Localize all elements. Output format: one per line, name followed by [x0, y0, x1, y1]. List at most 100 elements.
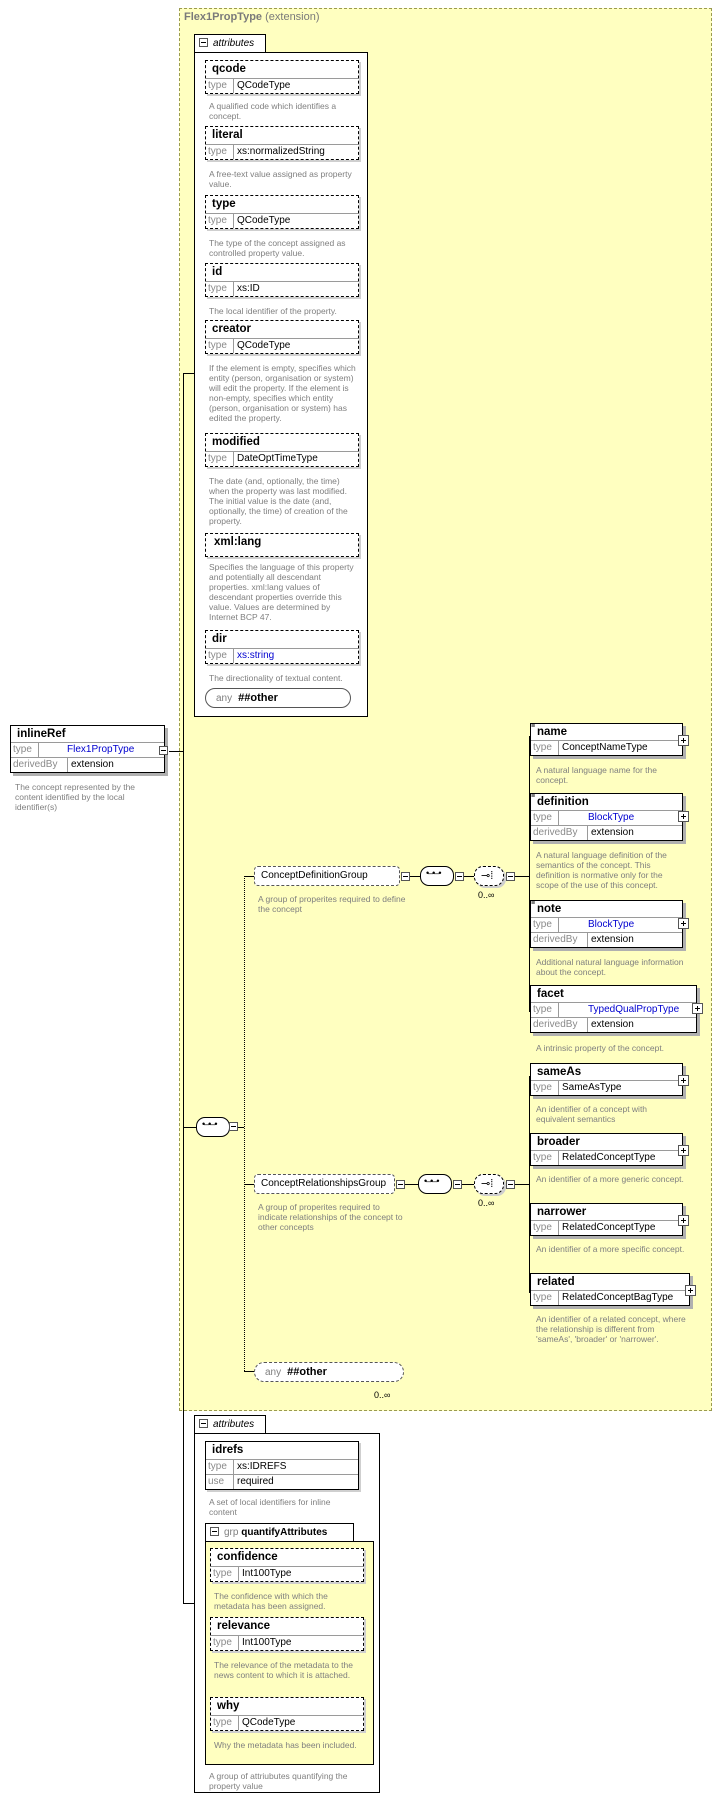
expand-icon[interactable] [685, 1285, 696, 1296]
element-type[interactable]: BlockType [588, 812, 635, 823]
element-name-label: related [537, 1276, 575, 1288]
relationships-sequence-icon[interactable] [418, 1174, 452, 1194]
root-type-value[interactable]: Flex1PropType [67, 744, 135, 755]
lower-attributes-tab-label: attributes [213, 1419, 255, 1430]
relationships-choice-connector [515, 1184, 529, 1185]
attribute-name: creator [212, 323, 251, 335]
attribute-description: The date (and, optionally, the time) whe… [209, 476, 348, 526]
relationships-sequence-collapse-icon[interactable] [453, 1180, 462, 1189]
relationships-choice-icon[interactable] [474, 1174, 504, 1194]
definition-choice-cardinality: 0..∞ [478, 890, 495, 900]
expand-icon[interactable] [678, 735, 689, 746]
element-type[interactable]: BlockType [588, 919, 635, 930]
type-key: type [206, 649, 234, 663]
quantify-attributes-collapse-icon[interactable] [210, 1527, 219, 1536]
attribute-description: A free-text value assigned as property v… [209, 169, 352, 189]
element-name-label: note [537, 903, 562, 915]
extension-type-name: Flex1PropType [184, 11, 263, 23]
quantify-attributes-tab[interactable]: grp quantifyAttributes [205, 1523, 354, 1541]
other-namespace-label: ##other [238, 692, 278, 704]
expand-icon[interactable] [678, 811, 689, 822]
definition-sequence-icon[interactable] [420, 866, 454, 886]
attribute-description: If the element is empty, specifies which… [209, 363, 356, 423]
lower-attributes-tab[interactable]: attributes [194, 1415, 266, 1433]
type-key: type [531, 741, 559, 755]
attribute-type[interactable]: xs:string [237, 650, 275, 661]
type-key: type [206, 282, 234, 296]
expand-icon[interactable] [692, 1003, 703, 1014]
concept-relationships-group[interactable]: ConceptRelationshipsGroup [254, 1174, 395, 1194]
attribute-name: dir [212, 633, 227, 645]
element-type[interactable]: TypedQualPropType [588, 1004, 680, 1015]
type-key: type [206, 145, 234, 159]
type-key: type [211, 1567, 239, 1581]
root-trunk-line [183, 373, 184, 1603]
lower-attributes-collapse-icon[interactable] [199, 1419, 208, 1428]
element-type: RelatedConceptType [562, 1152, 656, 1163]
expand-icon[interactable] [678, 1075, 689, 1086]
any-other-attribute[interactable]: any##other [205, 688, 351, 708]
type-key: type [531, 1221, 559, 1235]
type-key: type [206, 1460, 234, 1474]
attribute-description: The local identifier of the property. [209, 306, 337, 316]
expand-icon[interactable] [678, 1145, 689, 1156]
attribute-type: Int100Type [242, 1568, 292, 1579]
sequence-compositor-icon[interactable] [196, 1117, 230, 1137]
group-prefix: grp [224, 1527, 239, 1538]
type-key: type [206, 339, 234, 353]
type-key: type [211, 1636, 239, 1650]
element-description: An identifier of a more specific concept… [536, 1244, 685, 1254]
extension-label: (extension) [265, 11, 320, 23]
ext-attributes-group [194, 52, 368, 717]
attribute-type: QCodeType [237, 80, 291, 91]
element-type: RelatedConceptType [562, 1222, 656, 1233]
definition-sequence-collapse-icon[interactable] [455, 872, 464, 881]
definition-choice-icon[interactable] [474, 866, 504, 886]
type-key: type [531, 918, 559, 932]
definition-group-collapse-icon[interactable] [401, 872, 410, 881]
expand-icon[interactable] [678, 918, 689, 929]
any-other-element[interactable]: any##other [254, 1362, 404, 1382]
expand-icon[interactable] [678, 1215, 689, 1226]
ext-attributes-tab[interactable]: attributes [194, 34, 266, 52]
sequence-collapse-icon[interactable] [229, 1122, 238, 1131]
attribute-type: xs:ID [237, 283, 260, 294]
root-element-name: inlineRef [17, 728, 66, 740]
relationships-choice-collapse-icon[interactable] [506, 1180, 515, 1189]
concept-definition-group[interactable]: ConceptDefinitionGroup [254, 866, 400, 886]
any-label: any [265, 1367, 282, 1378]
branch-relationships-group [244, 1184, 254, 1185]
derived-key: derivedBy [531, 1018, 588, 1032]
type-key: type [206, 214, 234, 228]
root-collapse-icon[interactable] [159, 746, 168, 755]
extension-title: Flex1PropType (extension) [184, 11, 320, 23]
ext-attributes-collapse-icon[interactable] [199, 38, 208, 47]
attribute-name: modified [212, 436, 260, 448]
attribute-description: Specifies the language of this property … [209, 562, 354, 622]
relationships-group-collapse-icon[interactable] [396, 1180, 405, 1189]
relationships-choice-branch [529, 1076, 530, 1292]
attribute-xml-lang[interactable]: xml:lang [205, 533, 359, 557]
definition-choice-collapse-icon[interactable] [506, 872, 515, 881]
root-description: The concept represented by the content i… [15, 782, 136, 812]
